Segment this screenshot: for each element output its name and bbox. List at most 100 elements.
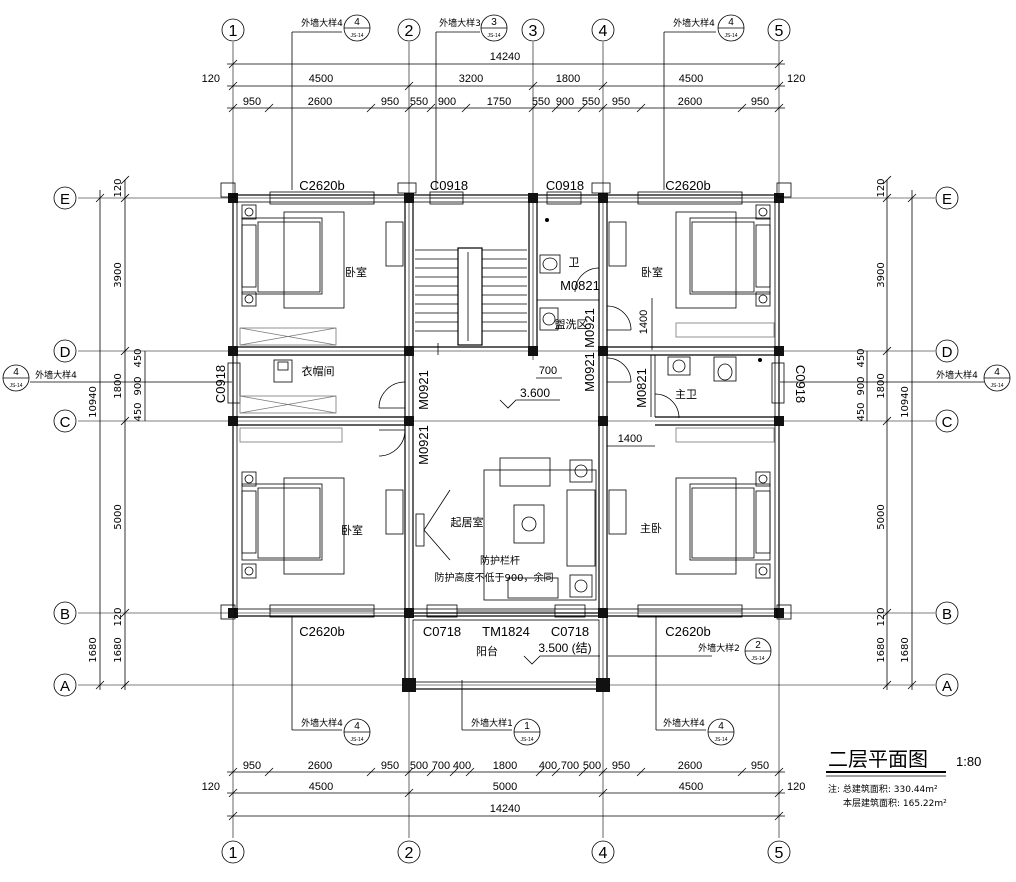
dim-bot-r2-2: 4500: [679, 781, 703, 793]
dim-right-outer-1680: 1680: [900, 637, 911, 662]
callout-top-mid-sheet: JS-14: [487, 33, 500, 39]
dim-right-0: 120: [876, 178, 887, 197]
grid-bubble-bottom-4: [591, 840, 615, 864]
dim-bot-r2-0: 4500: [309, 781, 333, 793]
sofa-bottom: [507, 577, 559, 599]
callout-right-num: 4: [994, 367, 1000, 378]
grid-label-right-D: D: [942, 344, 953, 361]
label-c2620b-sw: C2620b: [299, 624, 345, 639]
grid-bubble-left-D: [53, 339, 77, 363]
callout-right-text: 外墙大样4: [936, 369, 978, 381]
drawing-scale: 1:80: [956, 754, 981, 769]
dim-top-ext-left: 120: [202, 73, 220, 85]
room-wc: 卫: [569, 256, 580, 269]
dim-bot-r1-0: 950: [243, 760, 261, 772]
dim-top-r2-11: 950: [751, 96, 769, 108]
grid-bubble-left-C: [53, 409, 77, 433]
dim-right-mid: 1800: [876, 373, 887, 398]
closet-sw: [239, 427, 343, 443]
level-3500: 3.500 (结): [538, 641, 591, 655]
desk-sw: [385, 489, 404, 535]
callout-left-num: 4: [13, 367, 19, 378]
windows: [227, 191, 785, 618]
callout-top-left-num: 4: [354, 17, 360, 28]
grid-bubbles-columns: 1 2 3 4 5 1 2 4 5: [221, 18, 791, 864]
grid-bubble-left-B: [53, 601, 77, 625]
label-m0921-corr: M0921: [582, 352, 597, 392]
dim-bot-r1-4: 700: [432, 760, 450, 772]
drawing-title: 二层平面图: [828, 747, 928, 771]
callout-left-text: 外墙大样4: [35, 369, 77, 381]
label-c0918-east: C0918: [793, 365, 808, 403]
dim-top-ext-right: 120: [787, 73, 805, 85]
coffee-table: [513, 504, 545, 544]
dim-top-r2-8: 550: [582, 96, 600, 108]
level-marker-3600: [499, 399, 560, 409]
grid-label-left-B: B: [60, 606, 70, 623]
living-furniture: [415, 457, 597, 601]
grid-label-bottom-5: 5: [775, 845, 784, 862]
exterior-wall-outline: [232, 194, 780, 617]
window-c0718-right: [554, 604, 586, 618]
label-m0821-wc: M0821: [560, 278, 600, 293]
note-total-area: 注: 总建筑面积: 330.44m²: [828, 783, 938, 795]
dim-left-total: 10940: [88, 386, 99, 418]
room-bedroom-nw: 卧室: [345, 265, 367, 279]
callout-top-right-text: 外墙大样4: [673, 17, 715, 29]
dim-bot-r2-1: 5000: [493, 781, 517, 793]
closets: [239, 322, 775, 443]
grid-bubble-right-B: [935, 601, 959, 625]
grid-bubble-top-3: [521, 18, 545, 42]
toilet-wc: [539, 254, 561, 274]
dim-right-total: 10940: [900, 386, 911, 418]
label-c2620b-ne: C2620b: [665, 178, 711, 193]
opening-labels: C2620b C0918 C0918 C2620b C2620b C2620b …: [213, 178, 808, 639]
desk-nw: [385, 221, 404, 267]
dim-right-4: 450: [856, 402, 867, 421]
dim-top-r2-10: 2600: [678, 96, 702, 108]
stair-treads: [415, 249, 527, 332]
dim-top-r2-1: 2600: [308, 96, 332, 108]
room-bedroom-sw: 卧室: [341, 523, 363, 537]
level-3600: 3.600: [520, 386, 550, 400]
label-c0918-west: C0918: [213, 365, 228, 403]
dim-right-3: 900: [856, 376, 867, 395]
label-c0718-left: C0718: [423, 624, 461, 639]
dim-bot-total: 14240: [490, 803, 521, 815]
room-master-bath: 主卫: [675, 388, 697, 401]
exterior-wall-inner: [236, 201, 776, 610]
bath-fixtures: [539, 218, 762, 382]
room-master-bedroom: 主卧: [640, 522, 662, 535]
dim-700: 700: [539, 365, 557, 377]
grid-bubble-left-A: [53, 673, 77, 697]
room-living: 起居室: [451, 515, 484, 529]
window-c0918-east: [771, 362, 785, 404]
bottom-dimensions: 950 2600 950 500 700 400 1800 400 700 50…: [202, 760, 805, 821]
closet-ne: [675, 322, 775, 338]
desk-ne: [608, 221, 627, 267]
room-balcony: 阳台: [476, 644, 498, 658]
callout-bottom-mid-sheet: JS-14: [520, 737, 533, 743]
grid-bubble-bottom-1: [221, 840, 245, 864]
dim-top-r2-4: 900: [438, 96, 456, 108]
dim-bot-r1-11: 2600: [678, 760, 702, 772]
dim-top-r1-1: 3200: [459, 73, 483, 85]
callout-bottom-right-sheet: JS-14: [714, 737, 727, 743]
dim-left-1: 3900: [113, 262, 124, 287]
dim-bot-r1-8: 700: [561, 760, 579, 772]
dim-right-5: 5000: [876, 504, 887, 529]
walls: [232, 194, 780, 690]
staircase: [415, 247, 527, 355]
label-c0918-stair: C0918: [430, 178, 468, 193]
callout-bottom-right-num: 4: [718, 721, 724, 732]
callout-top-left-sheet: JS-14: [350, 33, 363, 39]
bed-se: [675, 477, 771, 575]
grid-label-top-3: 3: [529, 23, 538, 40]
sofa-top: [499, 457, 551, 487]
dim-top-r2-3: 550: [410, 96, 428, 108]
grid-label-top-1: 1: [229, 23, 238, 40]
grid-label-bottom-1: 1: [229, 845, 238, 862]
callout-balcony-text: 外墙大样2: [698, 642, 740, 654]
closet-se: [675, 427, 775, 443]
